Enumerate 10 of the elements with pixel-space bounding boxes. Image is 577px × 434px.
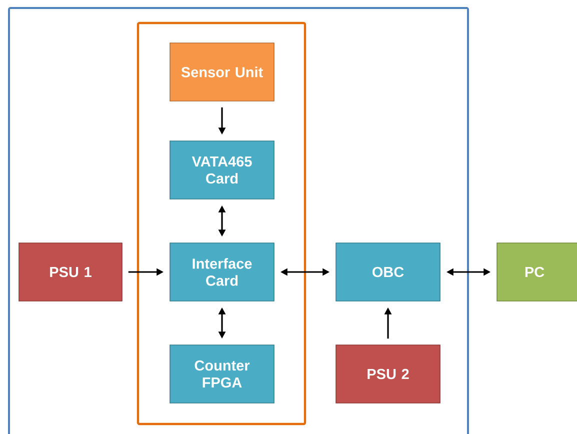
process-box: Sensor Unit [170,42,274,102]
power-box: PSU 1 [18,242,122,302]
process-box: OBC [336,242,440,302]
process-box: Counter FPGA [170,344,274,404]
process-box: Interface Card [170,242,274,302]
group-frame [136,22,306,426]
process-box: VATA465 Card [170,140,274,200]
frame [8,7,469,434]
computer-box: PC [496,242,577,302]
power-box: PSU 2 [336,344,440,404]
